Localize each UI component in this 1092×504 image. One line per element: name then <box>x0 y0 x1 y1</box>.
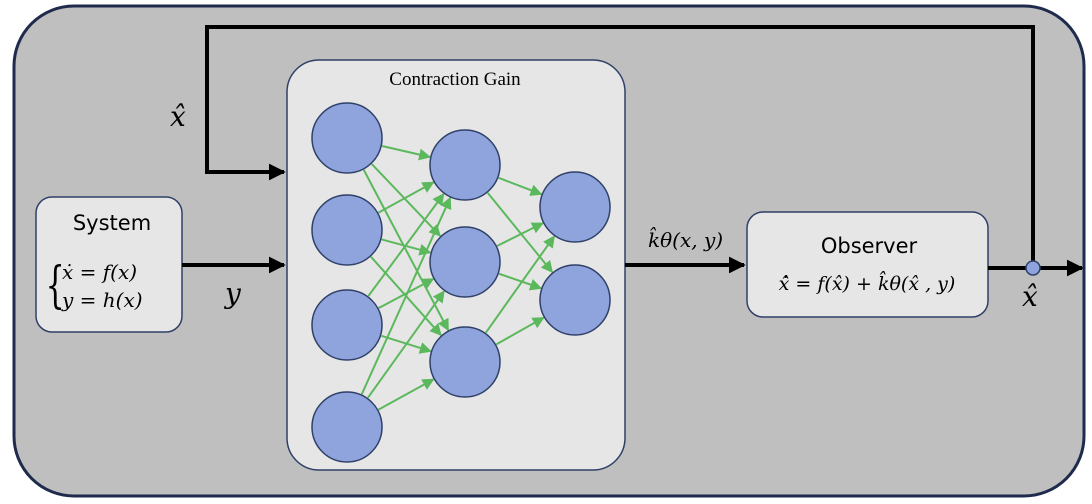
network-edge <box>485 235 555 334</box>
feedback-path <box>205 25 1035 268</box>
contraction-gain-title: Contraction Gain <box>389 69 521 90</box>
observer-title: Observer <box>821 234 918 258</box>
y-signal-label: y <box>223 277 242 310</box>
network-node-layer-2 <box>429 326 501 398</box>
observer-equation: x̂̇ = f(x̂) + k̂θ(x̂ , y) <box>779 270 956 295</box>
system-eq-output: y = h(x) <box>61 288 143 312</box>
network-edge <box>498 272 543 291</box>
observer-box <box>746 211 989 318</box>
network-node-layer-2 <box>429 226 501 298</box>
network-edge <box>367 290 445 399</box>
network-node-layer-3 <box>539 264 611 336</box>
system-brace: { <box>46 256 65 314</box>
network-nodes <box>311 102 611 463</box>
feedback-label: x̂ <box>170 100 186 133</box>
network-edge <box>498 176 543 196</box>
network-node-layer-1 <box>311 102 383 174</box>
system-title: System <box>73 211 151 235</box>
network-node-layer-1 <box>311 391 383 463</box>
network-edge <box>486 192 554 274</box>
network-edge <box>378 278 435 309</box>
network-edge <box>378 378 435 411</box>
network-edge <box>360 196 452 395</box>
network-node-layer-1 <box>311 194 383 266</box>
network-edge <box>371 163 442 237</box>
network-edge <box>381 145 432 161</box>
estimate-output-label: x̂ <box>1022 280 1038 313</box>
network-edge <box>367 193 445 297</box>
network-node-layer-1 <box>311 289 383 361</box>
network-node-layer-2 <box>429 129 501 201</box>
network-node-layer-3 <box>539 171 611 243</box>
gain-output-label: k̂θ(x, y) <box>648 226 723 252</box>
junction-dot <box>1025 260 1041 276</box>
network-edge <box>495 316 545 346</box>
system-eq-state: ẋ = f(x) <box>62 260 137 284</box>
network-edge <box>496 222 544 247</box>
network-edge <box>378 181 435 214</box>
network-edges <box>360 145 555 411</box>
